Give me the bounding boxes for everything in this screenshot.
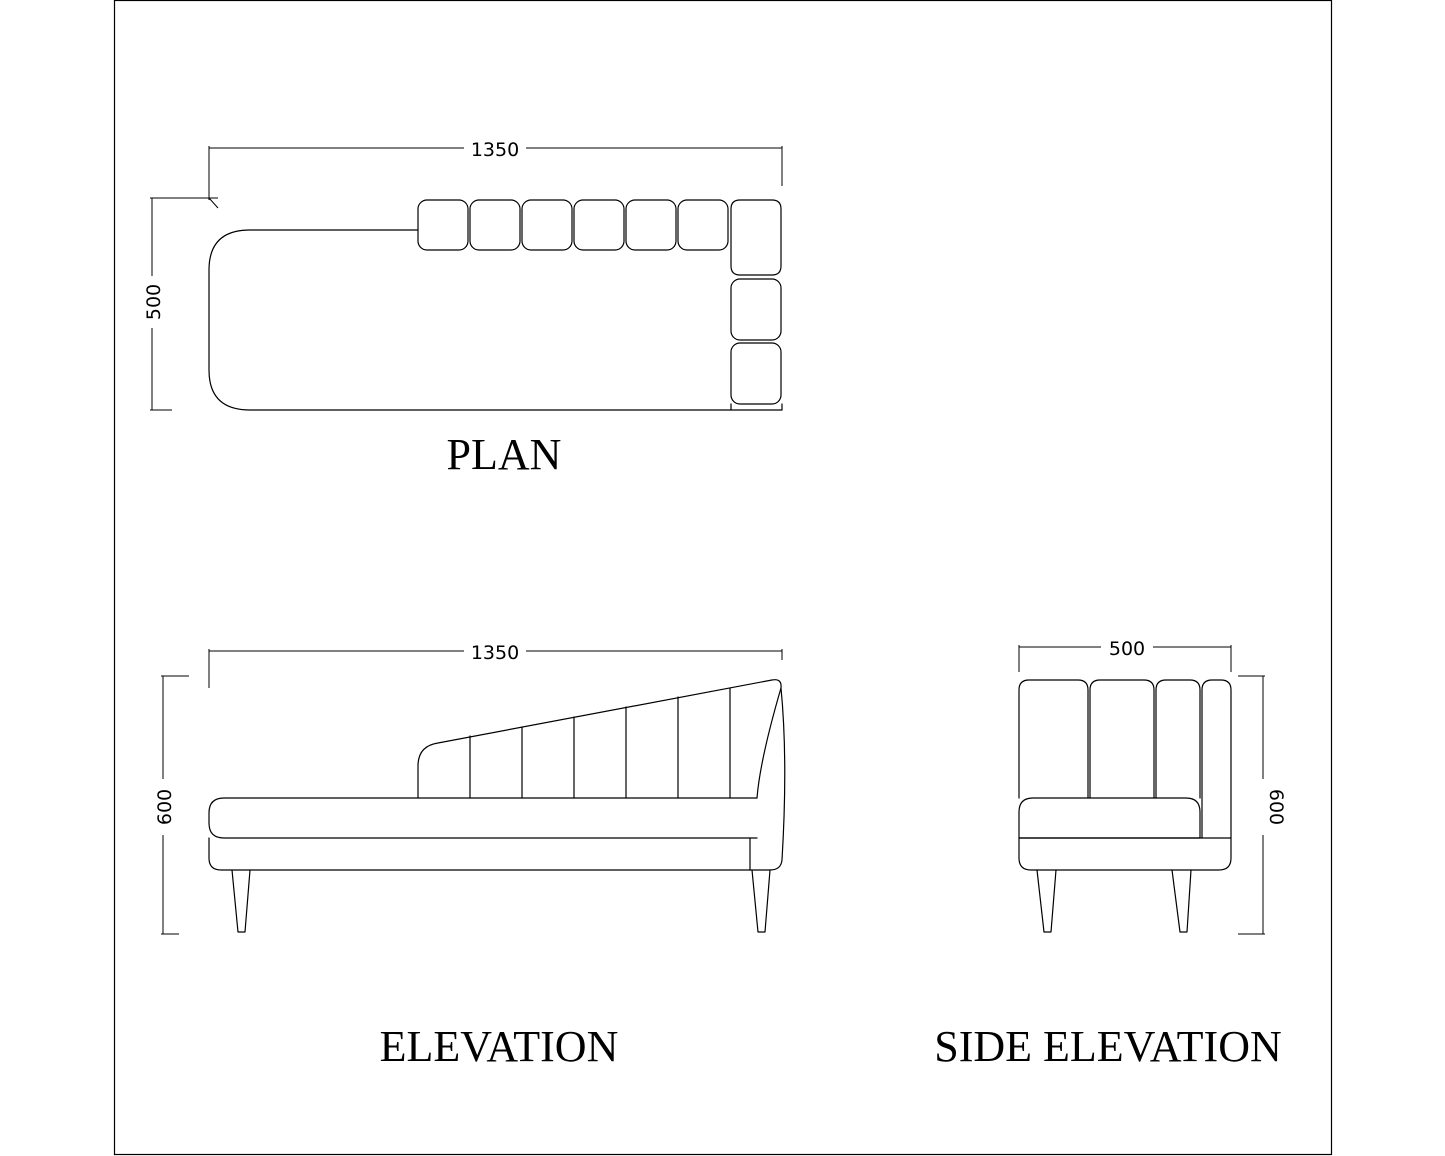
side-width-dimension: 500 [1018, 636, 1232, 672]
elevation-title: ELEVATION [380, 1022, 619, 1071]
elevation-left-leg [231, 869, 251, 933]
elevation-arm [749, 687, 786, 871]
side-arm-panel [1201, 679, 1232, 839]
elevation-backrest [417, 679, 782, 799]
elevation-width-dimension: 1350 [208, 639, 783, 688]
plan-depth-dimension: 500 [141, 197, 219, 411]
plan-back-cushion [677, 199, 729, 251]
elevation-base [208, 837, 751, 871]
plan-title: PLAN [447, 430, 562, 479]
plan-depth-label: 500 [143, 284, 165, 320]
plan-back-cushion [625, 199, 677, 251]
side-right-leg [1171, 869, 1192, 933]
plan-seat-outline [208, 229, 783, 411]
side-base [1018, 837, 1232, 871]
plan-back-cushion [521, 199, 573, 251]
side-elevation-title: SIDE ELEVATION [934, 1022, 1282, 1071]
plan-arm-cushion [730, 278, 782, 341]
elevation-view: 1350 600 ELEVATION [152, 639, 786, 1071]
side-back-panel [1089, 679, 1155, 799]
side-back-panel [1155, 679, 1201, 799]
elevation-seat-cushion [208, 797, 758, 839]
elevation-height-dimension: 600 [152, 675, 189, 935]
side-elevation-view: 500 600 SIDE ELEVATION [934, 636, 1287, 1071]
plan-corner-cushion [730, 199, 782, 276]
plan-back-cushion [469, 199, 521, 251]
side-back-panel [1018, 679, 1089, 799]
elevation-height-label: 600 [154, 789, 176, 825]
plan-view: 1350 500 PLAN [141, 136, 783, 479]
plan-width-dimension: 1350 [208, 136, 783, 200]
side-width-label: 500 [1109, 638, 1145, 660]
plan-arm-cushion [730, 342, 782, 405]
plan-back-cushion [417, 199, 469, 251]
plan-width-label: 1350 [471, 139, 519, 161]
side-left-leg [1036, 869, 1057, 933]
elevation-right-leg [751, 869, 771, 933]
plan-back-cushion [573, 199, 625, 251]
side-height-dimension: 600 [1238, 675, 1287, 935]
side-height-label: 600 [1265, 789, 1287, 825]
side-seat-cushion [1018, 797, 1201, 839]
elevation-width-label: 1350 [471, 642, 519, 664]
sheet-border [113, 0, 1333, 1156]
